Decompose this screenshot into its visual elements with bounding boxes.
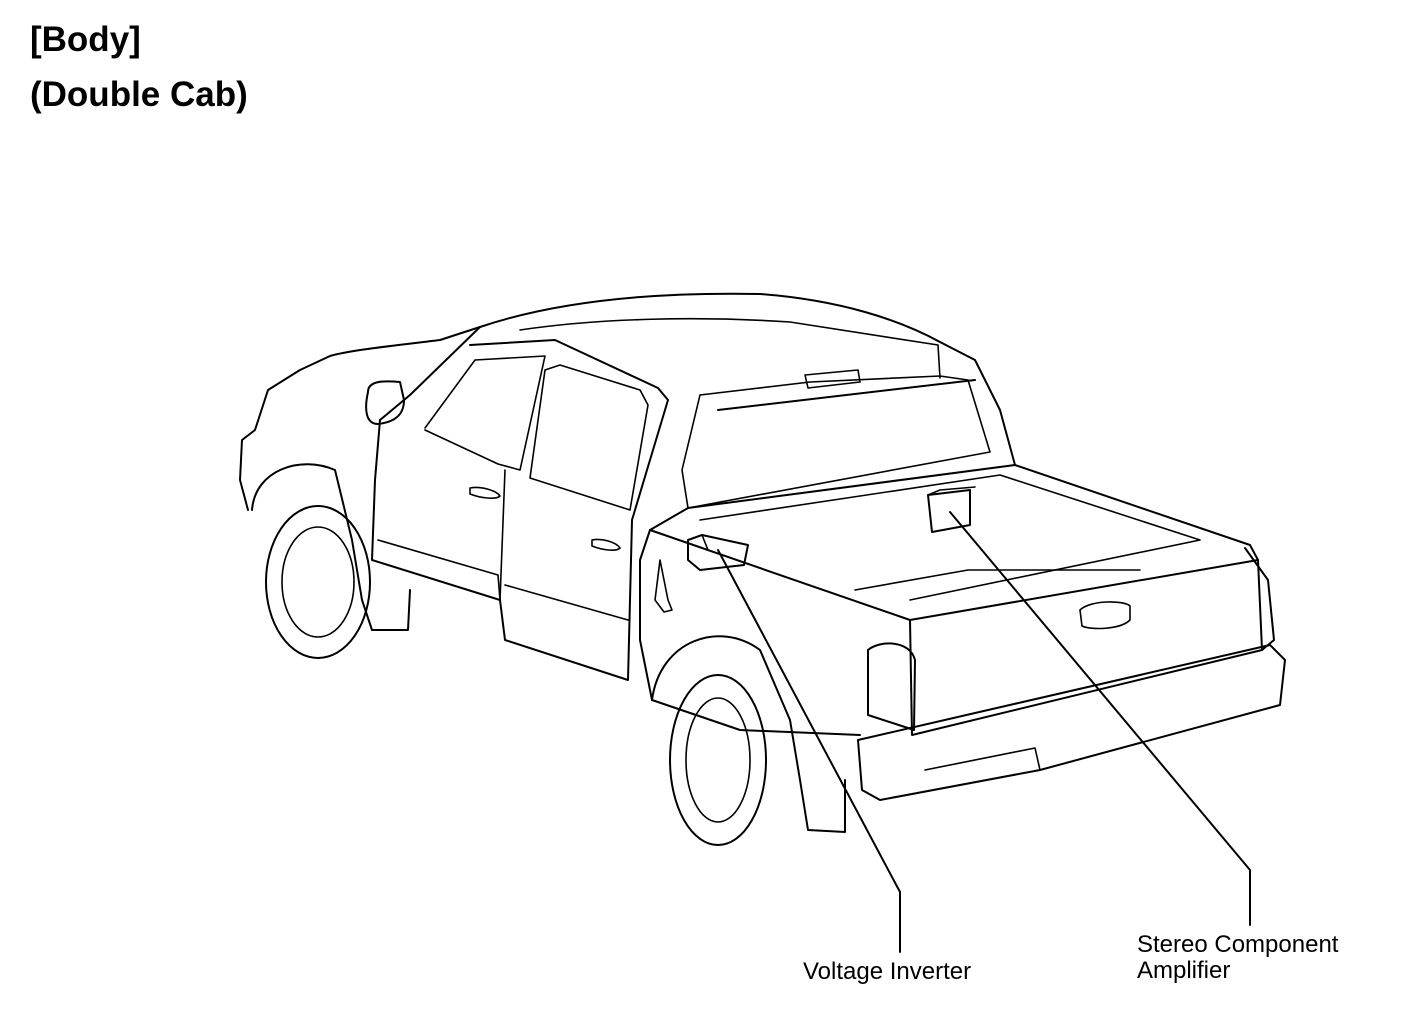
label-stereo-component-amplifier: Stereo Component Amplifier [1137,932,1338,984]
cab-outline [239,292,1016,511]
side-mirror [365,380,405,425]
diagram-title-section: [Body] [30,20,141,59]
rear-wheel [651,635,846,846]
leader-line-voltage-inverter [717,549,901,953]
label-stereo-amplifier-line1: Stereo Component [1137,931,1339,958]
label-stereo-amplifier-line2: Amplifier [1137,957,1231,984]
tail-light-and-bumper [857,547,1286,801]
truck-bed [639,464,1263,736]
voltage-inverter-box [687,534,749,571]
front-wheel [251,463,411,659]
side-windows [371,339,669,681]
leader-line-stereo-amplifier [949,511,1251,926]
label-voltage-inverter: Voltage Inverter [803,958,972,985]
diagram-title-variant: (Double Cab) [30,75,248,114]
stereo-amplifier-box [927,486,976,533]
